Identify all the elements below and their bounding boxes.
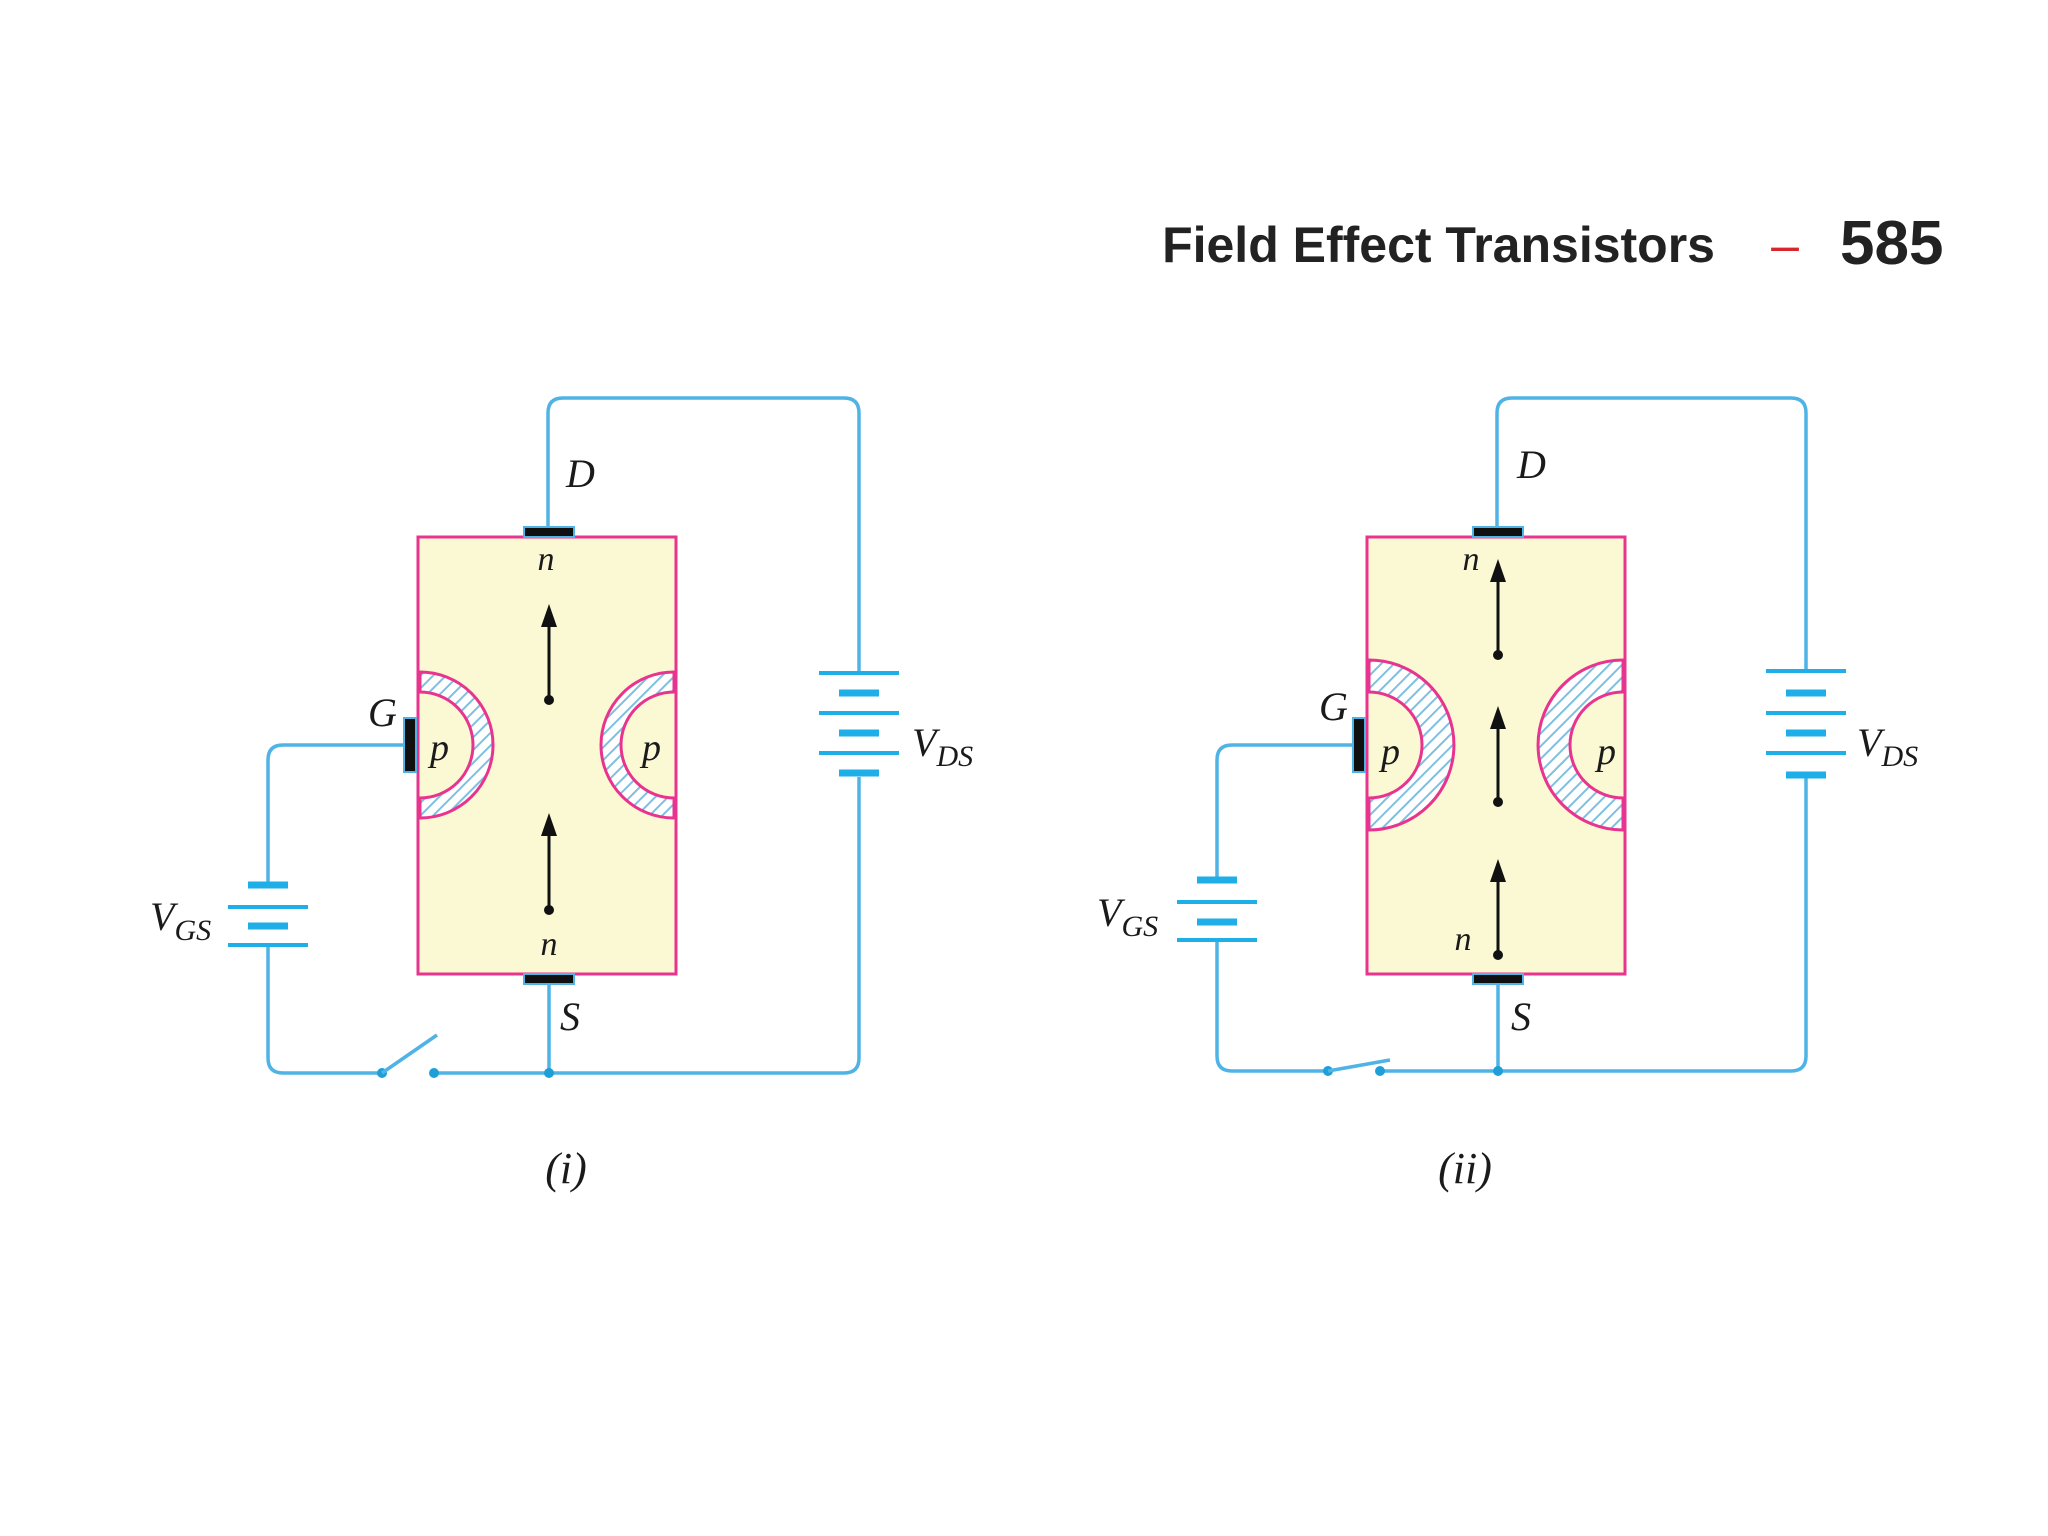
gate-label: G: [1319, 684, 1348, 729]
page-number: 585: [1840, 209, 1943, 278]
right-depletion-region: [599, 670, 676, 820]
gate-terminal: [1352, 717, 1366, 773]
vgs-label: VGS: [150, 894, 211, 947]
junction-dot: [1493, 1066, 1503, 1076]
vds-label: VDS: [1857, 720, 1918, 773]
vgs-label: VGS: [1097, 890, 1158, 943]
right-depletion-region: [1536, 658, 1625, 832]
drain-terminal: [523, 526, 575, 538]
drain-label: D: [565, 451, 595, 496]
left-depletion-region: [418, 670, 495, 820]
vgs-lower-wire: [266, 945, 382, 1075]
top-n-region-label: n: [1463, 541, 1480, 578]
junction-dot: [544, 1068, 554, 1078]
vgs-battery: [228, 881, 308, 947]
vds-label: VDS: [912, 720, 973, 773]
vds-lower-wire: [1498, 777, 1808, 1073]
drain-circuit-wire: [546, 396, 861, 673]
electron-flow-arrows: [1490, 559, 1506, 960]
n-channel-bar: [1365, 535, 1627, 976]
diagram-i: D S G n n p p VGS VDS (i): [150, 396, 973, 1193]
header-separator: –: [1771, 217, 1799, 273]
figure-caption: (i): [545, 1144, 587, 1193]
gate-circuit-wire: [266, 743, 405, 885]
source-terminal: [1472, 973, 1524, 985]
vds-lower-wire: [549, 777, 861, 1075]
source-label: S: [1511, 994, 1531, 1039]
gate-circuit-wire: [1215, 743, 1354, 880]
right-p-region-label: p: [1594, 731, 1616, 773]
gate-label: G: [368, 690, 397, 735]
running-title: Field Effect Transistors: [1162, 217, 1715, 273]
left-depletion-region: [1367, 658, 1456, 832]
vgs-battery: [1177, 876, 1257, 942]
vds-battery: [1766, 669, 1846, 779]
figure-caption: (ii): [1438, 1144, 1492, 1193]
drain-circuit-wire: [1495, 396, 1808, 671]
switch: [377, 1033, 439, 1078]
source-terminal: [523, 973, 575, 985]
diagram-ii: D S G n n p p VGS VDS (ii): [1097, 396, 1918, 1193]
drain-terminal: [1472, 526, 1524, 538]
left-p-region-label: p: [427, 727, 449, 769]
vds-battery: [819, 671, 899, 777]
right-p-region-label: p: [639, 727, 661, 769]
electron-flow-arrows: [541, 604, 557, 915]
bottom-n-region-label: n: [541, 926, 558, 963]
vgs-lower-wire: [1215, 940, 1328, 1073]
top-n-region-label: n: [538, 541, 555, 578]
running-header: Field Effect Transistors – 585: [1162, 209, 1943, 278]
gate-terminal: [403, 717, 417, 773]
source-label: S: [560, 994, 580, 1039]
left-p-region-label: p: [1378, 731, 1400, 773]
bottom-n-region-label: n: [1455, 921, 1472, 958]
switch: [1323, 1058, 1391, 1076]
drain-label: D: [1516, 442, 1546, 487]
